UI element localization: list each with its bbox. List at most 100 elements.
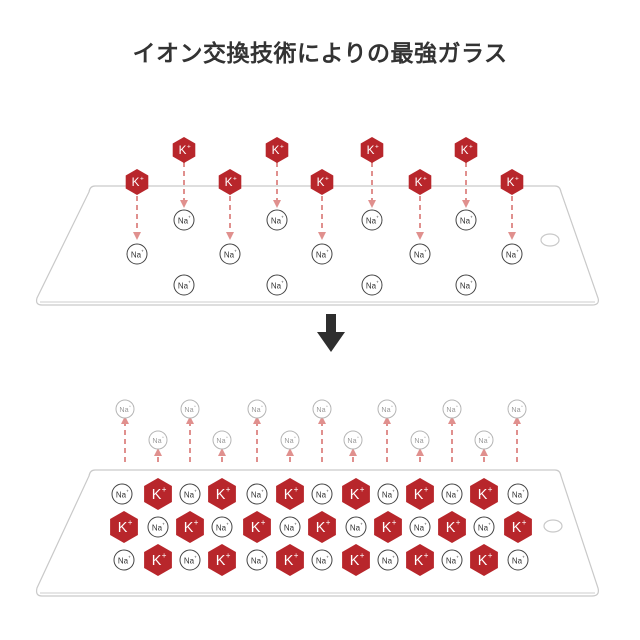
sodium-ion-icon: Na+ [147,516,169,538]
potassium-symbol: K [152,553,162,569]
sodium-ion-icon: Na+ [311,483,333,505]
potassium-ion-icon: K+ [110,511,138,543]
sodium-symbol: Na [178,216,189,225]
sodium-ion-icon: Na+ [173,209,195,231]
potassium-charge: + [488,485,493,494]
potassium-ion-icon: K+ [342,478,370,510]
sodium-charge: + [470,215,473,220]
potassium-ion-icon: K+ [500,169,524,195]
sodium-ion-icon: Na+ [173,274,195,296]
sodium-ion-icon: Na+ [180,399,200,419]
potassium-charge: + [162,551,167,560]
sodium-ion-icon: Na+ [455,209,477,231]
potassium-ion-icon: K+ [470,478,498,510]
sodium-symbol: Na [316,405,325,414]
sodium-ion-icon: Na+ [501,243,523,265]
potassium-ion-icon: K+ [408,169,432,195]
sodium-ion-icon: Na+ [377,549,399,571]
potassium-ion-icon: K+ [470,544,498,576]
sodium-charge: + [261,489,264,494]
sodium-charge: + [126,489,129,494]
potassium-charge: + [515,175,519,182]
sodium-charge: + [294,436,297,440]
potassium-charge: + [294,485,299,494]
sodium-ion-icon: Na+ [113,549,135,571]
sodium-symbol: Na [460,281,471,290]
sodium-symbol: Na [178,281,189,290]
sodium-ion-icon: Na+ [246,549,268,571]
sodium-symbol: Na [414,523,425,532]
potassium-symbol: K [152,487,162,503]
potassium-charge: + [360,485,365,494]
potassium-charge: + [469,143,473,150]
sodium-charge: + [392,489,395,494]
potassium-ion-icon: K+ [218,169,242,195]
sodium-ion-icon: Na+ [312,399,332,419]
sodium-symbol: Na [512,490,523,499]
sodium-ion-icon: Na+ [361,274,383,296]
sodium-symbol: Na [119,405,128,414]
sodium-ion-icon: Na+ [455,274,477,296]
camera-hole-icon [540,233,560,247]
sodium-symbol: Na [446,405,455,414]
sodium-symbol: Na [271,281,282,290]
page-title: イオン交換技術によりの最強ガラス [132,41,508,67]
sodium-symbol: Na [446,490,457,499]
potassium-symbol: K [350,553,360,569]
sodium-charge: + [376,280,379,285]
sodium-ion-icon: Na+ [442,399,462,419]
sodium-charge: + [194,489,197,494]
potassium-ion-icon: K+ [308,511,336,543]
sodium-charge: + [234,249,237,254]
sodium-charge: + [456,555,459,560]
sodium-symbol: Na [152,523,163,532]
sodium-symbol: Na [460,216,471,225]
sodium-ion-icon: Na+ [361,209,383,231]
sodium-charge: + [326,405,329,409]
potassium-symbol: K [367,144,375,157]
potassium-symbol: K [415,176,423,189]
sodium-symbol: Na [366,281,377,290]
potassium-charge: + [325,175,329,182]
sodium-symbol: Na [478,523,489,532]
sodium-symbol: Na [284,436,293,445]
sodium-symbol: Na [478,436,487,445]
camera-hole-icon [543,519,563,533]
potassium-charge: + [233,175,237,182]
sodium-symbol: Na [512,556,523,565]
sodium-ion-icon: Na+ [211,516,233,538]
sodium-ion-icon: Na+ [409,516,431,538]
potassium-ion-icon: K+ [144,478,172,510]
potassium-charge: + [392,518,397,527]
sodium-charge: + [226,436,229,440]
sodium-symbol: Na [131,250,142,259]
potassium-symbol: K [216,487,226,503]
sodium-charge: + [326,489,329,494]
sodium-ion-icon: Na+ [507,549,529,571]
potassium-symbol: K [284,487,294,503]
sodium-ion-icon: Na+ [377,399,397,419]
sodium-symbol: Na [347,436,356,445]
sodium-symbol: Na [271,216,282,225]
potassium-symbol: K [316,520,326,536]
sodium-ion-icon: Na+ [507,483,529,505]
sodium-charge: + [194,405,197,409]
sodium-charge: + [391,405,394,409]
sodium-symbol: Na [316,490,327,499]
sodium-charge: + [360,522,363,527]
sodium-ion-icon: Na+ [441,549,463,571]
sodium-charge: + [294,522,297,527]
sodium-symbol: Na [414,250,425,259]
sodium-charge: + [424,522,427,527]
potassium-charge: + [194,518,199,527]
potassium-charge: + [294,551,299,560]
sodium-ion-icon: Na+ [474,430,494,450]
sodium-ion-icon: Na+ [507,399,527,419]
sodium-charge: + [424,249,427,254]
potassium-symbol: K [414,487,424,503]
potassium-symbol: K [284,553,294,569]
potassium-symbol: K [272,144,280,157]
potassium-ion-icon: K+ [144,544,172,576]
sodium-symbol: Na [216,523,227,532]
potassium-ion-icon: K+ [176,511,204,543]
